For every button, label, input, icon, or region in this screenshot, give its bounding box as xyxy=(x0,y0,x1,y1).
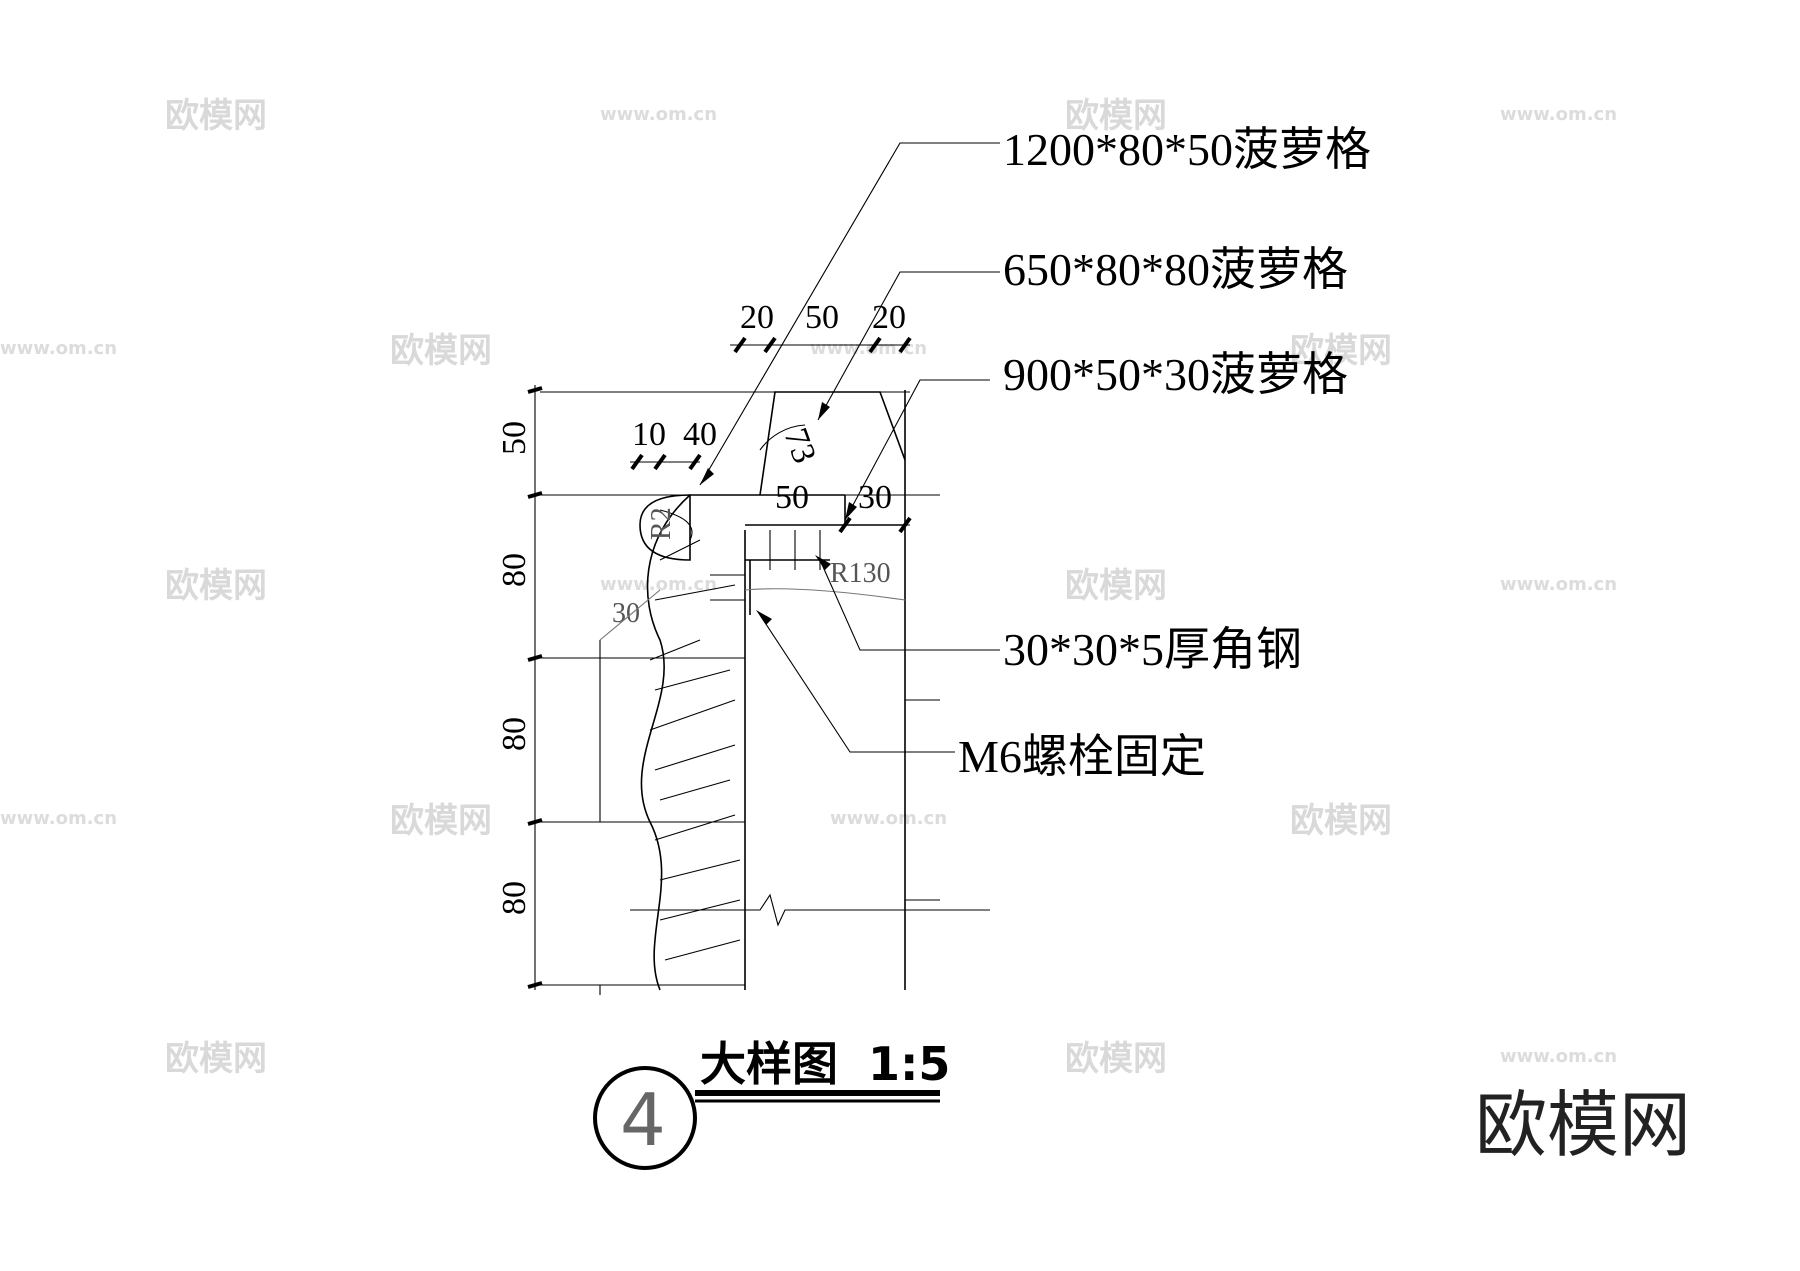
leader-line xyxy=(759,614,955,753)
watermark-url: www.om.cn xyxy=(810,338,927,359)
drawing-title: 大样图 xyxy=(700,1037,838,1091)
dim-tick xyxy=(763,336,777,354)
dim-tick xyxy=(898,516,912,534)
break-line xyxy=(630,893,990,927)
watermark-layer: 欧模网 www.om.cn 欧模网 www.om.cn 欧模网 www.om.c… xyxy=(0,96,1617,1079)
handrail-profile xyxy=(639,494,693,561)
watermark-url: www.om.cn xyxy=(600,574,717,595)
leader-line xyxy=(844,379,990,521)
dim-tick xyxy=(838,516,852,534)
leader-arrow xyxy=(700,468,714,485)
watermark-brand: 欧模网 xyxy=(1290,331,1392,371)
dim-tick xyxy=(527,818,543,826)
dim-text: 20 xyxy=(872,299,906,336)
watermark-url: www.om.cn xyxy=(830,808,947,829)
watermark-brand: 欧模网 xyxy=(1065,96,1167,136)
wood-section xyxy=(640,494,741,991)
cap-outline xyxy=(759,391,906,496)
dim-text: 50 xyxy=(775,479,809,516)
dim-tick xyxy=(630,453,644,471)
handrail-outline xyxy=(639,494,691,561)
dim-tick xyxy=(527,654,543,662)
dim-text: 50 xyxy=(496,421,533,455)
angle-arc xyxy=(759,424,806,451)
dim-text: 80 xyxy=(496,553,533,587)
drawing-scale: 1:5 xyxy=(868,1037,950,1091)
brand-logo-text: 欧模网 xyxy=(1475,1083,1691,1167)
structure-lines xyxy=(540,390,990,995)
dim-tick xyxy=(688,453,702,471)
leader-line xyxy=(699,142,1000,486)
watermark-brand: 欧模网 xyxy=(390,801,492,841)
dim-text: 40 xyxy=(683,416,717,453)
dim-text: 80 xyxy=(496,717,533,751)
handrail-grain xyxy=(659,509,693,541)
leader-arrow xyxy=(845,502,857,520)
watermark-brand: 欧模网 xyxy=(165,566,267,606)
dim-tick xyxy=(868,336,882,354)
dim-text: 20 xyxy=(740,299,774,336)
dim-tick xyxy=(653,453,667,471)
dim-tick xyxy=(527,981,543,989)
material-label-bolt: M6螺栓固定 xyxy=(958,731,1206,782)
dim-text: 10 xyxy=(632,416,666,453)
dim-text: 50 xyxy=(805,299,839,336)
leader-arrow xyxy=(756,610,772,625)
watermark-url: www.om.cn xyxy=(600,104,717,125)
material-label-angle-steel: 30*30*5厚角钢 xyxy=(1003,624,1302,675)
watermark-url: www.om.cn xyxy=(1500,574,1617,595)
watermark-brand: 欧模网 xyxy=(1065,566,1167,606)
detail-number: 4 xyxy=(620,1078,666,1162)
leader-line xyxy=(817,271,1000,421)
material-label-650x80x80: 650*80*80菠萝格 xyxy=(1003,244,1348,295)
dim-tick xyxy=(733,336,747,354)
watermark-brand: 欧模网 xyxy=(1065,1039,1167,1079)
watermark-url: www.om.cn xyxy=(0,808,117,829)
leader-arrow xyxy=(818,402,830,420)
watermark-brand: 欧模网 xyxy=(165,96,267,136)
leader-line xyxy=(599,589,661,641)
watermark-url: www.om.cn xyxy=(1500,104,1617,125)
watermark-url: www.om.cn xyxy=(1500,1046,1617,1067)
wood-outline xyxy=(640,494,691,991)
dim-tick xyxy=(898,336,912,354)
radius-text: R130 xyxy=(830,558,891,589)
leader-arrow xyxy=(815,555,831,570)
vertical-dimensions: 50 80 80 80 xyxy=(496,385,543,990)
small-dim-text: 30 xyxy=(612,598,640,629)
annotation-labels: 1200*80*50菠萝格 650*80*80菠萝格 900*50*30菠萝格 … xyxy=(958,124,1371,782)
watermark-brand: 欧模网 xyxy=(390,331,492,371)
radius-small-text: R2 xyxy=(646,507,677,540)
dim-text: 30 xyxy=(858,479,892,516)
watermark-url: www.om.cn xyxy=(0,338,117,359)
radius-arc xyxy=(744,588,906,601)
leader-line xyxy=(819,559,1000,651)
material-label-900x50x30: 900*50*30菠萝格 xyxy=(1003,349,1348,400)
dim-text: 80 xyxy=(496,881,533,915)
watermark-brand: 欧模网 xyxy=(165,1039,267,1079)
dim-tick xyxy=(527,386,543,394)
leader-lines xyxy=(699,142,1000,753)
watermark-brand: 欧模网 xyxy=(1290,801,1392,841)
material-label-1200x80x50: 1200*80*50菠萝格 xyxy=(1003,124,1371,175)
detail-number-circle xyxy=(593,1066,697,1170)
dim-tick xyxy=(527,491,543,499)
wood-hatch xyxy=(649,539,741,961)
title-block: 4 大样图 1:5 xyxy=(593,1037,950,1170)
